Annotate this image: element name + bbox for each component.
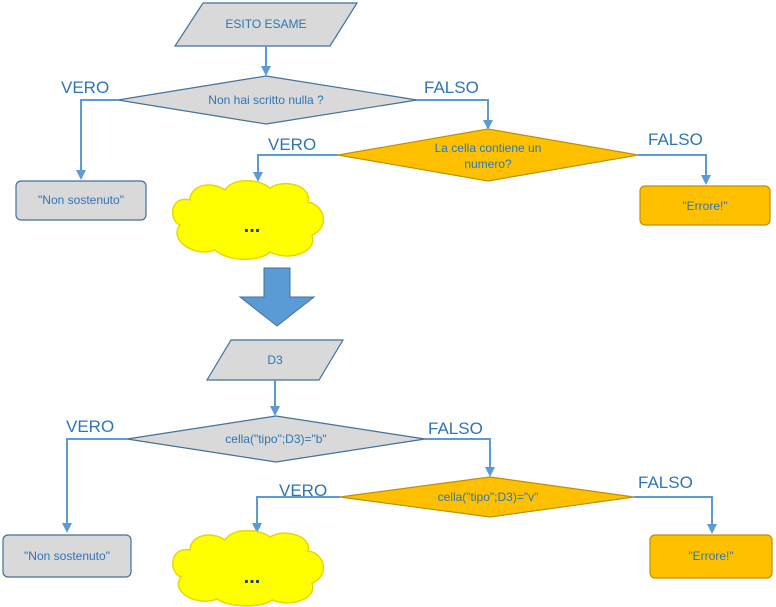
top-connector-true	[76, 99, 118, 180]
top-decision2-true-label: VERO	[268, 135, 316, 154]
bottom-error-box	[649, 534, 773, 579]
top-cloud-label: ...	[244, 215, 261, 237]
bottom-connector-false	[425, 438, 495, 477]
top-result-true-label: "Non sostenuto"	[38, 193, 124, 207]
top-decision1-true-label: VERO	[61, 78, 109, 97]
bottom-connector2-false	[634, 496, 717, 534]
bottom-decision1-label: cella("tipo";D3)="b"	[225, 432, 326, 446]
bottom-result-true-label: "Non sostenuto"	[24, 549, 110, 563]
top-decision2-label-line2: numero?	[464, 157, 512, 171]
top-error-label: "Errore!"	[682, 199, 727, 213]
bottom-decision2-label: cella("tipo";D3)="v"	[438, 490, 539, 504]
top-decision1-false-label: FALSO	[424, 78, 479, 97]
bottom-cloud-shape	[172, 529, 324, 607]
top-cloud-shape	[171, 180, 324, 260]
transition-down-arrow	[238, 267, 316, 327]
top-connector2-false	[638, 154, 711, 185]
bottom-decision1-false-label: FALSO	[428, 419, 483, 438]
bottom-decision2-false-label: FALSO	[638, 473, 693, 492]
top-decision2-label-line1: La cella contiene un	[435, 141, 542, 155]
bottom-error-label: "Errore!"	[688, 549, 733, 563]
top-result-true-box	[15, 180, 147, 221]
bottom-decision1-true-label: VERO	[66, 417, 114, 436]
top-decision1-label: Non hai scritto nulla ?	[208, 93, 324, 107]
bottom-connector2-true	[252, 496, 340, 533]
top-error-box	[639, 185, 771, 226]
bottom-cloud-label: ...	[244, 566, 261, 588]
top-input-label: ESITO ESAME	[225, 17, 306, 31]
top-connector2-true	[253, 154, 338, 182]
bottom-decision2-true-label: VERO	[279, 481, 327, 500]
top-input-shape	[173, 2, 359, 47]
top-decision2-false-label: FALSO	[648, 130, 703, 149]
bottom-connector-true	[62, 438, 127, 533]
bottom-input-label: D3	[267, 353, 283, 367]
top-decision2-shape	[337, 128, 639, 182]
top-connector-false	[417, 99, 493, 130]
bottom-result-true-box	[2, 534, 132, 578]
bottom-input-shape	[205, 339, 345, 381]
